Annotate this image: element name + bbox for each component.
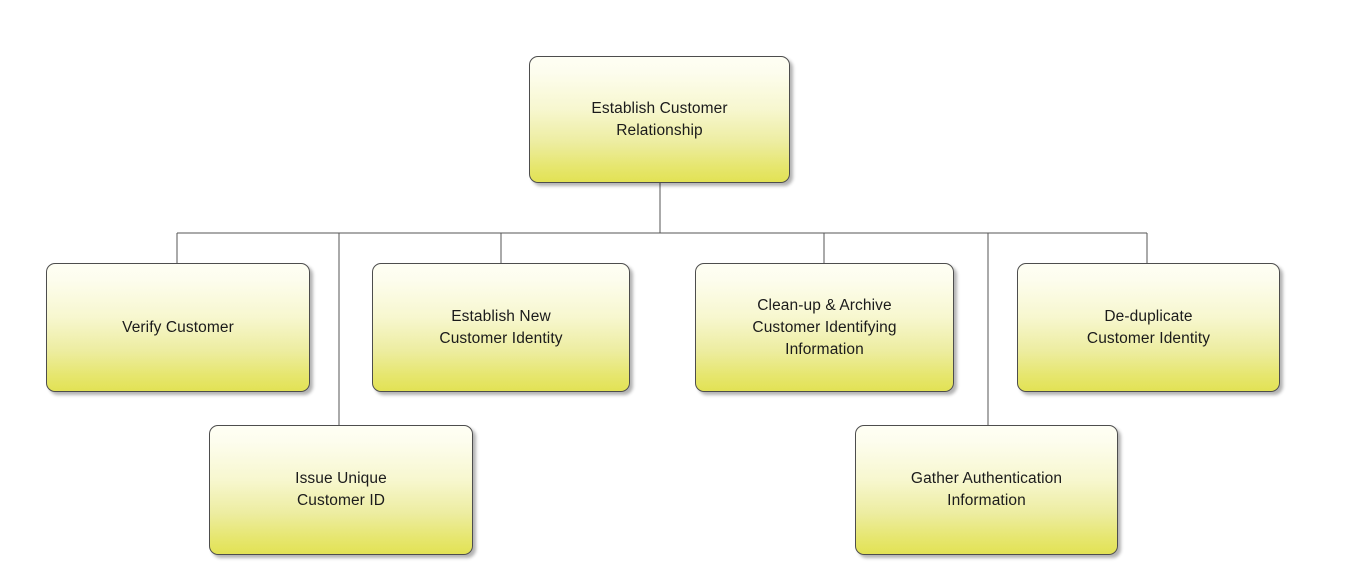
node-label: Clean-up & Archive Customer Identifying … xyxy=(752,296,897,358)
node-gather-authentication-information[interactable]: Gather Authentication Information xyxy=(855,425,1118,555)
node-label: Establish New Customer Identity xyxy=(439,307,563,347)
node-verify-customer[interactable]: Verify Customer xyxy=(46,263,310,392)
node-establish-customer-relationship[interactable]: Establish Customer Relationship xyxy=(529,56,790,183)
node-label: Verify Customer xyxy=(122,318,234,336)
node-de-duplicate-customer-identity[interactable]: De-duplicate Customer Identity xyxy=(1017,263,1280,392)
node-issue-unique-customer-id[interactable]: Issue Unique Customer ID xyxy=(209,425,473,555)
node-label: Establish Customer Relationship xyxy=(591,99,728,139)
node-label: De-duplicate Customer Identity xyxy=(1086,307,1211,347)
node-establish-new-customer-identity[interactable]: Establish New Customer Identity xyxy=(372,263,630,392)
node-label: Gather Authentication Information xyxy=(910,470,1063,509)
node-label: Issue Unique Customer ID xyxy=(295,470,387,509)
node-clean-up-archive-customer-identifying-information[interactable]: Clean-up & Archive Customer Identifying … xyxy=(695,263,954,392)
